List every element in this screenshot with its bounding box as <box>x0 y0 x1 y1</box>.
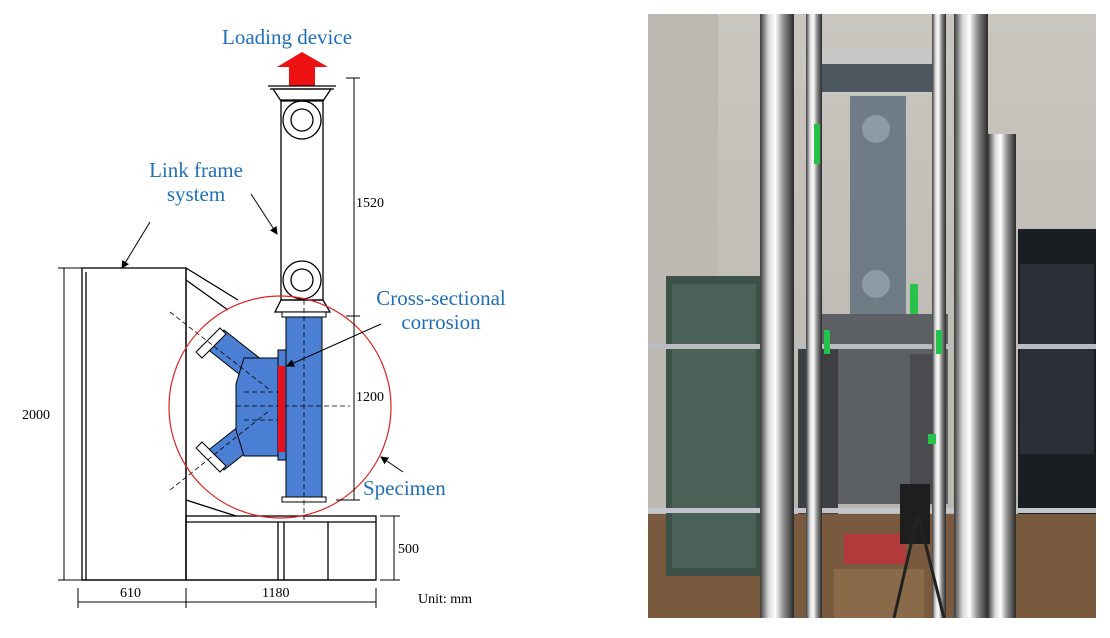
link-bar <box>268 85 336 313</box>
dimension-610: 610 <box>120 586 141 601</box>
cross-sectional-label-line1: Cross-sectional <box>376 286 506 310</box>
schematic-diagram <box>58 52 404 608</box>
link-frame-label: Link frame system <box>136 158 256 206</box>
link-frame <box>81 267 377 581</box>
leader-lines <box>121 193 404 473</box>
specimen-circle <box>168 295 392 519</box>
dimension-1180: 1180 <box>262 586 290 601</box>
dimension-2000: 2000 <box>22 408 50 423</box>
link-frame-label-line1: Link frame <box>149 158 243 182</box>
corrosion-strip <box>278 366 285 452</box>
link-frame-label-line2: system <box>166 182 226 206</box>
unit-label: Unit: mm <box>418 592 473 607</box>
dimension-1200: 1200 <box>356 390 384 405</box>
photo-test-setup <box>648 14 1096 618</box>
dimension-1520: 1520 <box>356 196 384 211</box>
cross-sectional-label: Cross-sectional corrosion <box>352 286 530 334</box>
cross-sectional-label-line2: corrosion <box>401 310 481 334</box>
loading-device-label: Loading device <box>222 25 353 49</box>
dimension-500: 500 <box>398 542 419 557</box>
specimen-label: Specimen <box>363 476 446 500</box>
loading-arrow-icon <box>277 52 328 86</box>
dimension-lines <box>58 77 400 608</box>
